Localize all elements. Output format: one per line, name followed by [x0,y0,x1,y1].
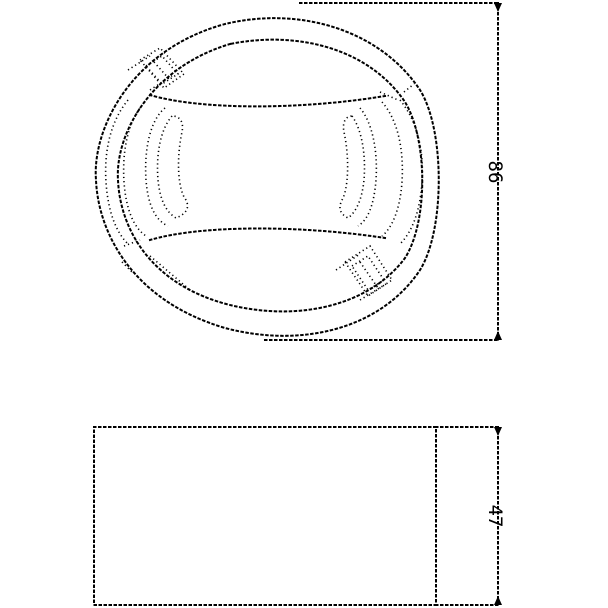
depth-label: 47 [484,505,506,528]
dimension-depth: 47 [484,426,506,606]
left-fin-4 [104,99,129,245]
right-fin-2 [339,115,366,219]
clip-bracket-top-left [127,46,186,91]
height-label: 86 [484,161,506,184]
side-body [93,426,437,606]
tab-left-lower [121,239,191,291]
outer-ring [94,17,440,337]
arrow-top [494,3,502,12]
right-fin-3 [381,101,404,237]
right-fin-1 [357,107,378,227]
cross-bar-top [148,93,387,108]
arrow-depth-bottom [494,596,502,605]
arrow-depth-top [494,427,502,436]
left-fin-1 [144,107,169,227]
clip-bracket-bottom-right [335,244,394,301]
left-fin-3 [122,101,147,237]
left-fin-2 [156,115,189,219]
side-view [93,426,499,606]
inner-ring [116,38,424,313]
cross-bar-bottom [148,227,387,242]
dimension-height: 86 [264,2,506,341]
arrow-bottom [494,331,502,340]
top-view [94,17,440,337]
